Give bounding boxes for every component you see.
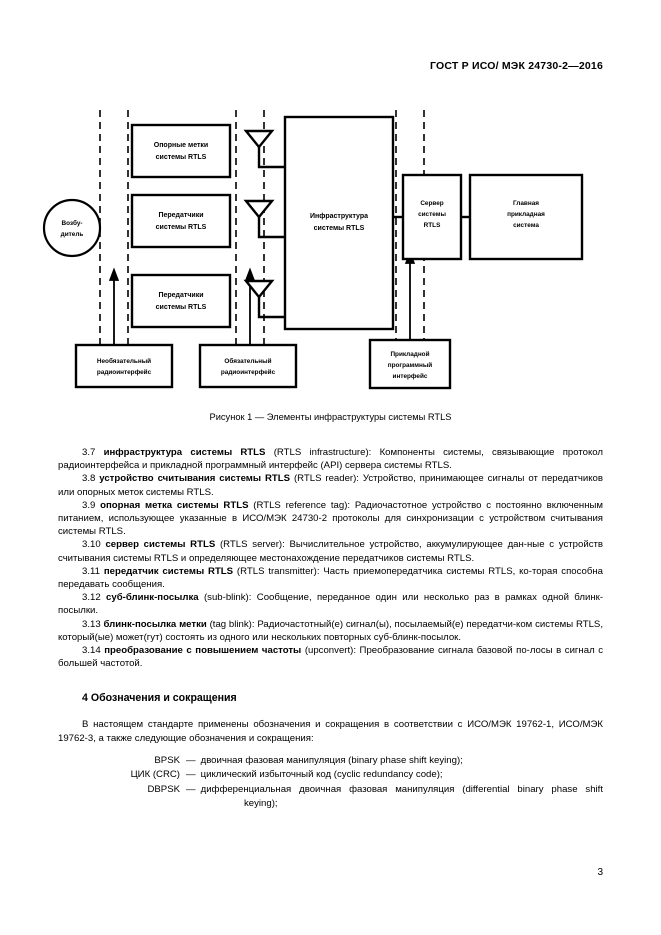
antenna-icons <box>243 129 285 319</box>
definition-3-9-text: Радиочастотное устройство с постоянно вк… <box>58 499 604 538</box>
antenna-icon-2 <box>243 199 285 239</box>
definition-3-10-number: 3.10 <box>82 539 101 551</box>
definition-3-7: 3.7 инфраструктура системы RTLS (RTLS in… <box>58 446 603 472</box>
definition-3-12: 3.12 суб-блинк-посылка (sub-blink): Сооб… <box>58 591 603 617</box>
definition-3-13: 3.13 блинк-посылка метки (tag blink): Ра… <box>58 618 603 644</box>
node-rtls-server-label-1: Сервер <box>420 200 443 207</box>
abbreviation-term-dbpsk: DBPSK <box>147 783 180 795</box>
document-header-standard-number: ГОСТ Р ИСО/ МЭК 24730-2—2016 <box>430 60 603 72</box>
definition-3-9-term: опорная метка системы RTLS <box>100 499 249 511</box>
node-host-application-label-1: Главная <box>513 200 539 207</box>
definition-3-9-number: 3.9 <box>82 499 96 511</box>
definition-3-10-text: Вычислительное устройство, аккумулирующе… <box>58 539 603 564</box>
legend-api: Прикладной программный интерфейс <box>368 338 452 390</box>
node-rtls-transmitters-a-label-1: Передатчики <box>158 212 203 219</box>
figure-caption: Рисунок 1 — Элементы инфраструктуры сист… <box>209 412 452 422</box>
node-rtls-reference-tags: Опорные метки системы RTLS <box>130 123 232 179</box>
abbreviation-dash-crc: — <box>186 769 196 781</box>
definition-3-11-number: 3.11 <box>82 565 100 577</box>
page-number: 3 <box>597 867 603 878</box>
abbreviations-list: BPSK — двоичная фазовая манипуляция (bin… <box>58 754 603 811</box>
definition-3-10: 3.10 сервер системы RTLS (RTLS server): … <box>58 538 603 564</box>
legend-optional-air-interface-label-2: радиоинтерфейс <box>97 368 152 376</box>
node-rtls-server: Сервер системы RTLS <box>401 173 463 261</box>
definition-3-10-term: сервер системы RTLS <box>105 539 216 551</box>
abbreviation-dash-dbpsk: — <box>186 783 196 795</box>
definition-3-10-english: (RTLS server): <box>219 539 285 551</box>
antenna-icon-3 <box>243 279 285 319</box>
definition-3-11-english: (RTLS transmitter): <box>236 565 320 577</box>
definition-3-7-english: (RTLS infrastructure): <box>273 447 372 458</box>
node-host-application-label-2: прикладная <box>507 211 545 218</box>
definition-3-14-text: Преобразование сигнала базовой по-лосы в… <box>58 645 604 670</box>
definition-3-8-term: устройство считывания системы RTLS <box>99 473 291 485</box>
abbreviation-item-dbpsk: DBPSK — дифференциальная двоичная фазова… <box>58 783 603 796</box>
definition-3-9-english: (RTLS reference tag): <box>253 499 351 511</box>
node-exciter: Возбу- дитель <box>42 198 102 258</box>
legend-api-label-2: программный <box>388 361 433 369</box>
definition-3-13-term: блинк-посылка метки <box>103 618 207 630</box>
definition-3-8-text: Устройство, принимающее сигналы от перед… <box>58 473 603 498</box>
definition-3-13-text: Радиочастотный(е) сигнал(ы), посылаемый(… <box>58 618 603 643</box>
node-exciter-label-1: Возбу- <box>62 219 83 227</box>
abbreviation-definition-dbpsk: дифференциальная двоичная фазовая манипу… <box>200 783 603 795</box>
definition-3-13-english: (tag blink): <box>209 618 255 630</box>
node-rtls-infrastructure: Инфраструктура системы RTLS <box>283 115 395 331</box>
definitions-section: 3.7 инфраструктура системы RTLS (RTLS in… <box>58 446 603 810</box>
node-rtls-reference-tags-label-2: системы RTLS <box>156 154 207 161</box>
node-exciter-label-2: дитель <box>61 231 84 238</box>
definition-3-8: 3.8 устройство считывания системы RTLS (… <box>58 472 603 498</box>
node-rtls-transmitters-b-label-1: Передатчики <box>158 292 203 299</box>
node-rtls-server-label-2: системы <box>418 211 446 218</box>
definition-3-7-term: инфраструктура системы RTLS <box>103 447 266 458</box>
definition-3-8-number: 3.8 <box>82 473 96 485</box>
legend-mandatory-air-interface: Обязательный радиоинтерфейс <box>198 343 298 389</box>
definition-3-14-english: (upconvert): <box>304 645 356 657</box>
definition-3-11-text: Часть приемопередатчика системы RTLS, ко… <box>58 565 603 591</box>
definition-3-14-term: преобразование с повышением частоты <box>104 645 302 657</box>
definition-3-12-term: суб-блинк-посылка <box>106 592 199 604</box>
abbreviation-definition-bpsk: двоичная фазовая манипуляция (binary pha… <box>200 754 463 766</box>
node-rtls-infrastructure-label-2: системы RTLS <box>314 225 365 232</box>
definition-3-11: 3.11 передатчик системы RTLS (RTLS trans… <box>58 565 603 591</box>
node-rtls-transmitters-b-label-2: системы RTLS <box>156 304 207 311</box>
legend-mandatory-air-interface-label-1: Обязательный <box>224 357 271 365</box>
definition-3-13-number: 3.13 <box>82 618 101 630</box>
definition-3-7-text: Компоненты системы, связывающие протокол… <box>58 447 603 472</box>
abbreviation-term-crc: ЦИК (CRC) <box>130 769 180 781</box>
node-rtls-server-label-3: RTLS <box>424 222 441 229</box>
section-4-heading: 4 Обозначения и сокращения <box>82 692 237 705</box>
definition-3-7-number: 3.7 <box>82 447 96 458</box>
legend-api-label-1: Прикладной <box>390 350 429 358</box>
node-rtls-transmitters-b: Передатчики системы RTLS <box>130 273 232 329</box>
abbreviation-definition-dbpsk-continuation: keying); <box>244 798 278 810</box>
dashed-boundary-lines <box>99 110 425 367</box>
legend-mandatory-air-interface-label-2: радиоинтерфейс <box>221 368 276 376</box>
definition-3-12-english: (sub-blink): <box>203 592 252 604</box>
definition-3-14: 3.14 преобразование с повышением частоты… <box>58 644 603 670</box>
definition-3-8-english: (RTLS reader): <box>293 473 359 485</box>
definition-3-12-number: 3.12 <box>82 592 101 604</box>
definition-3-11-term: передатчик системы RTLS <box>103 565 234 577</box>
antenna-icon-1 <box>243 129 285 169</box>
node-rtls-infrastructure-label-1: Инфраструктура <box>310 213 368 220</box>
definition-3-14-number: 3.14 <box>82 645 101 657</box>
abbreviation-item-crc: ЦИК (CRC) — циклический избыточный код (… <box>58 768 603 781</box>
section-4-intro: В настоящем стандарте применены обозначе… <box>58 719 603 744</box>
node-rtls-transmitters-a: Передатчики системы RTLS <box>130 193 232 249</box>
definition-3-9: 3.9 опорная метка системы RTLS (RTLS ref… <box>58 499 603 539</box>
figure-rtls-infrastructure: Возбу- дитель Опорные метки системы RTLS… <box>40 105 620 400</box>
node-rtls-reference-tags-label-1: Опорные метки <box>154 142 208 149</box>
abbreviation-dash-bpsk: — <box>186 754 196 766</box>
node-rtls-transmitters-a-label-2: системы RTLS <box>156 224 207 231</box>
legend-api-label-3: интерфейс <box>393 372 428 380</box>
node-host-application-label-3: система <box>513 222 539 229</box>
abbreviation-definition-crc: циклический избыточный код (cyclic redun… <box>200 769 443 781</box>
abbreviation-item-bpsk: BPSK — двоичная фазовая манипуляция (bin… <box>58 754 603 767</box>
definition-3-12-text: Сообщение, переданное один или несколько… <box>58 592 604 617</box>
abbreviation-term-bpsk: BPSK <box>154 754 180 766</box>
legend-optional-air-interface: Необязательный радиоинтерфейс <box>74 343 174 389</box>
node-host-application: Главная прикладная система <box>468 173 584 261</box>
legend-optional-air-interface-label-1: Необязательный <box>97 357 151 365</box>
